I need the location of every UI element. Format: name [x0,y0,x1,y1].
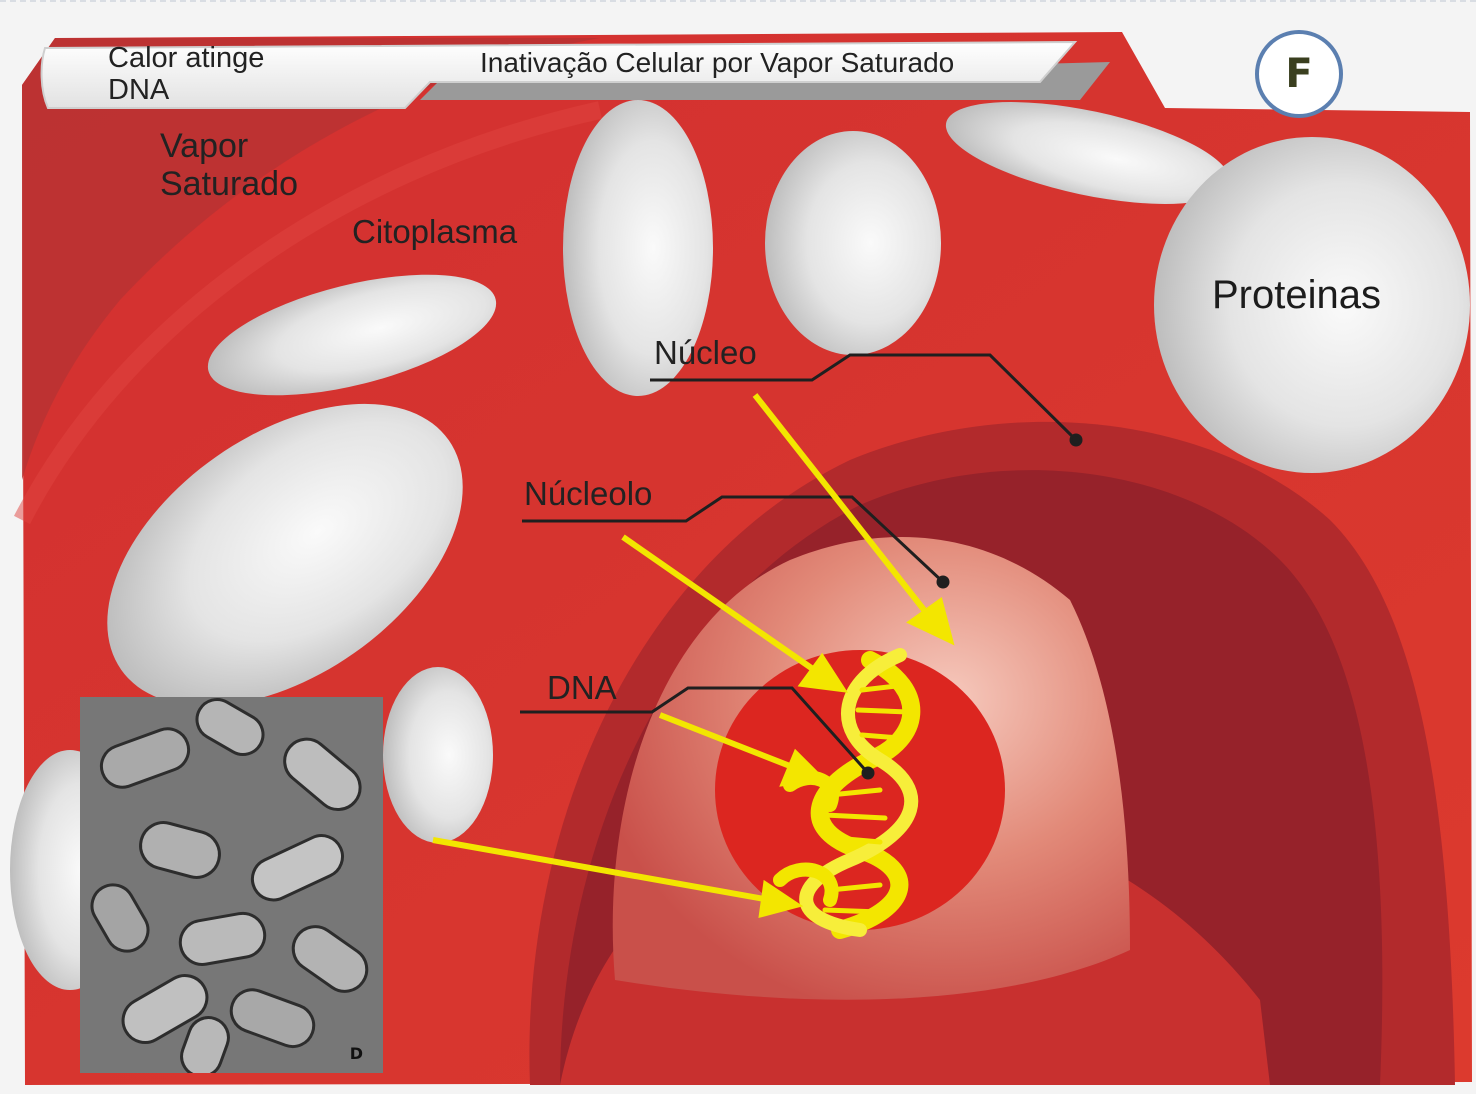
micrograph-letter: D [350,1044,363,1063]
label-dna: DNA [547,670,617,707]
label-proteinas: Proteinas [1212,273,1381,318]
vesicle [383,667,493,843]
label-citoplasma: Citoplasma [352,214,517,251]
label-vapor-saturado: Vapor Saturado [160,127,298,203]
label-nucleo: Núcleo [654,335,757,372]
banner-left-label: Calor atinge DNA [108,42,264,107]
label-nucleolo: Núcleolo [524,476,652,513]
bacteria-micrograph [80,697,383,1073]
vesicle [765,131,941,355]
micrograph-inset: D [80,697,383,1073]
banner-title: Inativação Celular por Vapor Saturado [480,47,954,78]
slide-letter-badge: F [1255,30,1343,118]
